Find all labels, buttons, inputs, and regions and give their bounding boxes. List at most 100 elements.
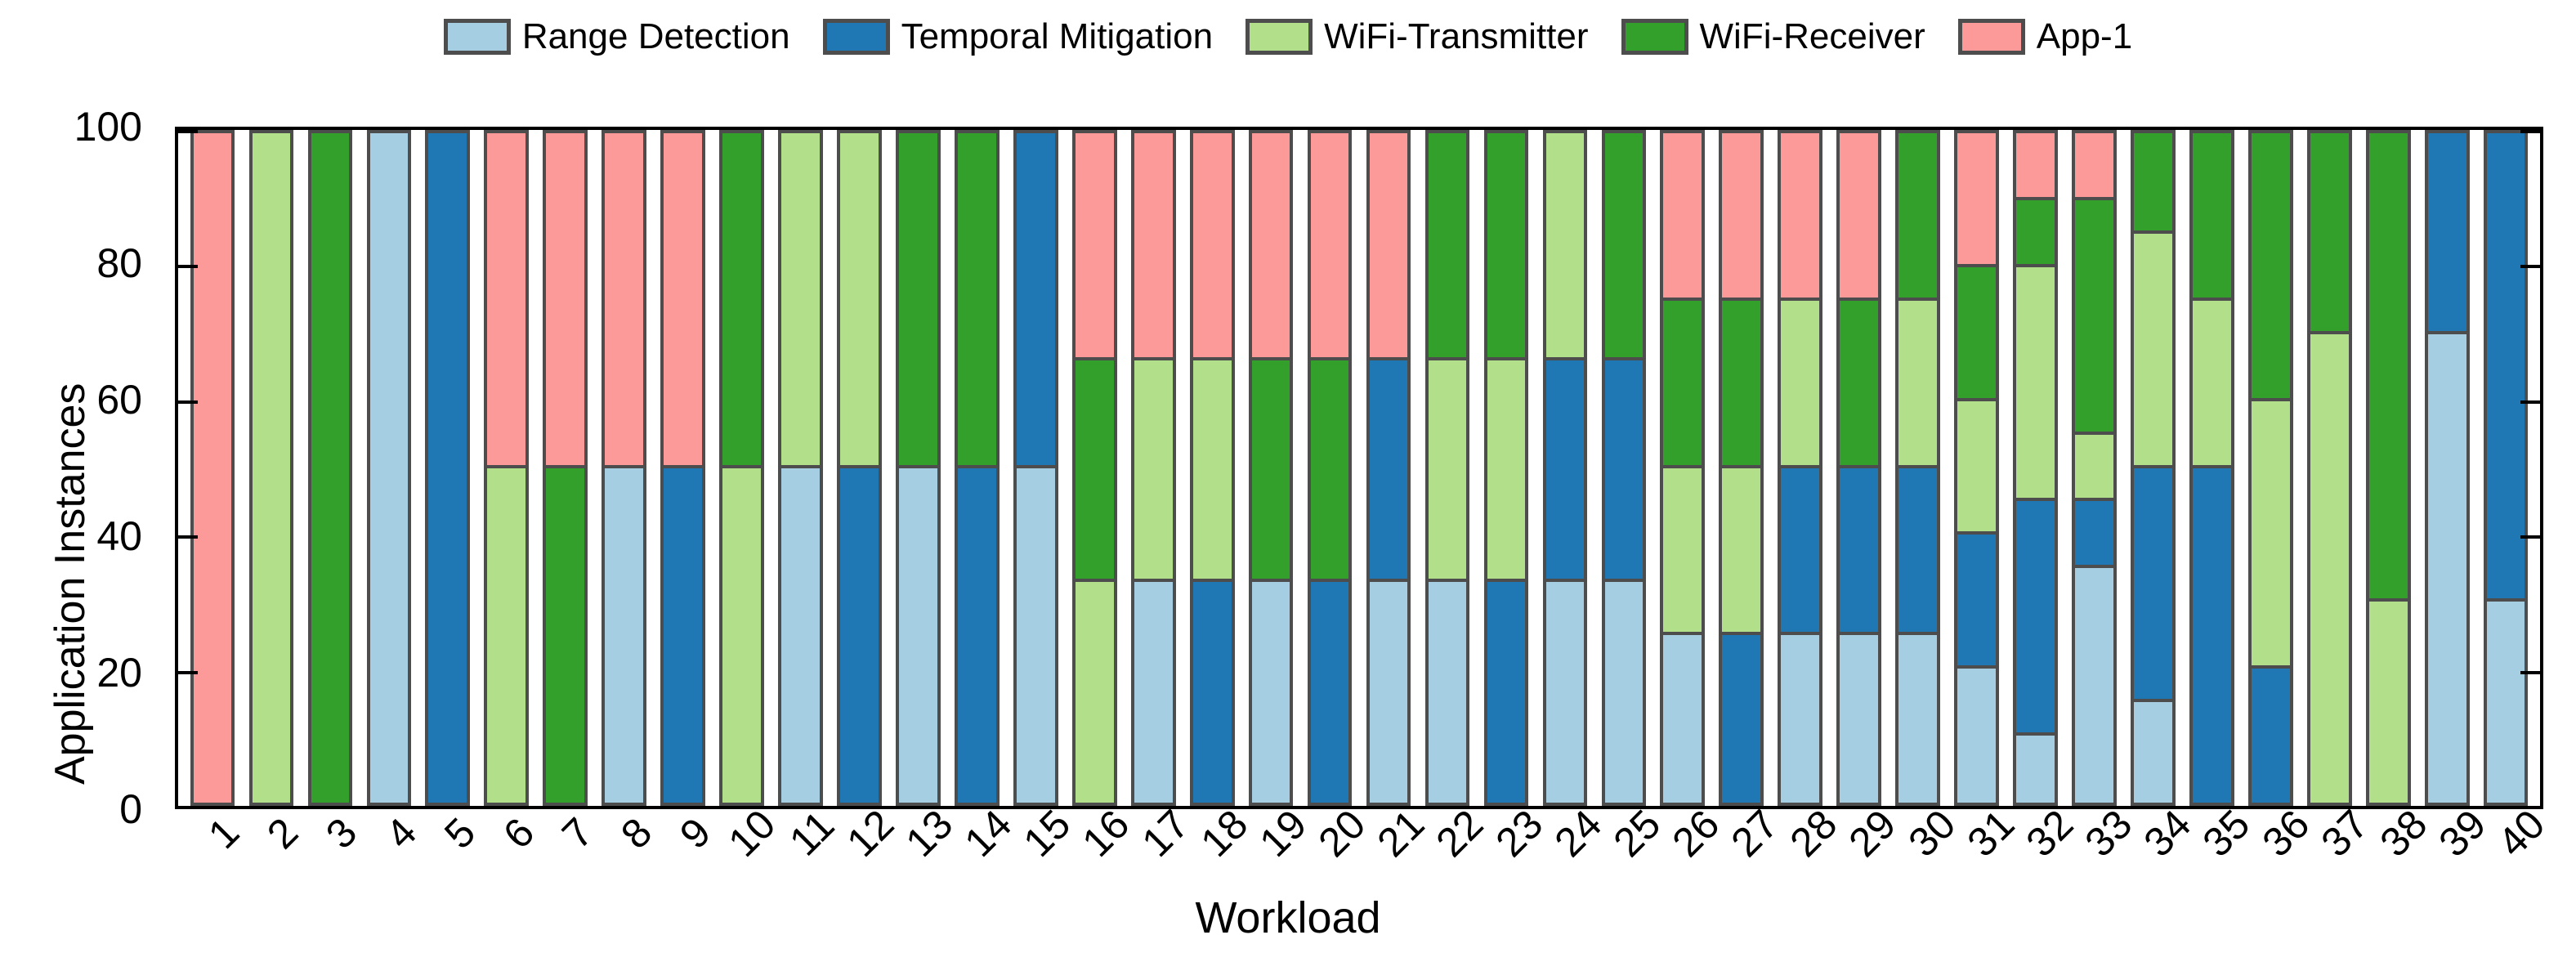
bar-segment — [487, 133, 526, 468]
bar-cell — [183, 130, 242, 806]
stacked-bar[interactable] — [248, 130, 294, 806]
x-tick-cell: 34 — [2126, 801, 2200, 903]
bar-segment — [2427, 333, 2466, 803]
bar-segment — [781, 468, 820, 803]
stacked-bar[interactable] — [837, 130, 882, 806]
bar-cell — [1006, 130, 1065, 806]
stacked-bar[interactable] — [2013, 130, 2058, 806]
bar-segment — [1075, 133, 1114, 361]
stacked-bar[interactable] — [1601, 130, 1647, 806]
bar-cell — [1065, 130, 1124, 806]
stacked-bar[interactable] — [2424, 130, 2470, 806]
stacked-bar[interactable] — [778, 130, 823, 806]
bar-segment — [1310, 133, 1349, 361]
bar-cell — [2065, 130, 2124, 806]
legend-item[interactable]: Temporal Mitigation — [822, 19, 1213, 55]
bar-segment — [1016, 468, 1055, 803]
bar-segment — [2486, 133, 2525, 602]
stacked-bar[interactable] — [2189, 130, 2234, 806]
bar-segment — [2310, 333, 2349, 803]
bar-cell — [1359, 130, 1418, 806]
bar-cell — [360, 130, 418, 806]
x-tick-cell: 38 — [2362, 801, 2435, 903]
x-tick-cell: 31 — [1949, 801, 2023, 903]
stacked-bar[interactable] — [1307, 130, 1353, 806]
x-axis-title: Workload — [1195, 893, 1381, 942]
bar-segment — [487, 468, 526, 803]
stacked-bar[interactable] — [1424, 130, 1470, 806]
x-tick-cell: 21 — [1359, 801, 1433, 903]
stacked-bar[interactable] — [2483, 130, 2529, 806]
bar-segment — [1369, 581, 1408, 803]
stacked-bar[interactable] — [1719, 130, 1764, 806]
stacked-bar[interactable] — [2365, 130, 2411, 806]
stacked-bar[interactable] — [1248, 130, 1294, 806]
stacked-bar[interactable] — [602, 130, 646, 806]
legend-swatch-icon — [443, 19, 511, 55]
x-tick-cell: 4 — [356, 809, 425, 903]
stacked-bar[interactable] — [1895, 130, 1940, 806]
x-tick-cell: 10 — [710, 801, 785, 903]
bar-segment — [1192, 133, 1232, 361]
stacked-bar[interactable] — [1071, 130, 1117, 806]
stacked-bar[interactable] — [1660, 130, 1706, 806]
stacked-bar[interactable] — [896, 130, 941, 806]
x-tick-cell: 17 — [1124, 801, 1197, 903]
stacked-bar[interactable] — [719, 130, 764, 806]
legend-item[interactable]: App-1 — [1957, 19, 2132, 55]
legend-item[interactable]: WiFi-Receiver — [1621, 19, 1925, 55]
bar-segment — [664, 133, 702, 468]
stacked-bar[interactable] — [1954, 130, 1999, 806]
stacked-bar[interactable] — [307, 130, 353, 806]
bar-segment — [1957, 535, 1996, 669]
stacked-bar[interactable] — [1366, 130, 1411, 806]
y-tick-mark-right — [2520, 670, 2542, 674]
stacked-bar[interactable] — [2072, 130, 2117, 806]
bar-cell — [2006, 130, 2065, 806]
stacked-bar[interactable] — [2248, 130, 2293, 806]
x-tick-cell: 37 — [2303, 801, 2377, 903]
bar-cell — [2241, 130, 2300, 806]
legend-item[interactable]: WiFi-Transmitter — [1246, 16, 1589, 56]
bar-cell — [1536, 130, 1594, 806]
y-tick-mark — [177, 130, 198, 133]
bar-segment — [1487, 133, 1526, 361]
stacked-bar[interactable] — [2306, 130, 2352, 806]
x-tick-cell: 27 — [1713, 801, 1787, 903]
stacked-bar[interactable] — [1483, 130, 1529, 806]
stacked-bar[interactable] — [425, 130, 471, 806]
stacked-bar[interactable] — [1836, 130, 1881, 806]
legend-label: WiFi-Transmitter — [1324, 16, 1589, 56]
stacked-bar[interactable] — [1778, 130, 1823, 806]
bar-segment — [1134, 133, 1173, 361]
stacked-bar[interactable] — [1013, 130, 1058, 806]
x-tick-cell: 39 — [2421, 801, 2494, 903]
stacked-bar[interactable] — [1189, 130, 1235, 806]
x-tick-cell: 18 — [1183, 801, 1256, 903]
bar-segment — [1310, 581, 1349, 803]
bar-segment — [1134, 360, 1173, 582]
bar-segment — [781, 133, 820, 468]
bar-cell — [418, 130, 477, 806]
stacked-bar[interactable] — [543, 130, 588, 806]
stacked-bar[interactable] — [660, 130, 705, 806]
stacked-bar[interactable] — [1130, 130, 1176, 806]
bar-segment — [2075, 434, 2113, 502]
bar-cell — [1477, 130, 1536, 806]
legend-item[interactable]: Range Detection — [443, 19, 790, 55]
bar-segment — [722, 133, 761, 468]
stacked-bar[interactable] — [484, 130, 530, 806]
bar-cell — [771, 130, 830, 806]
bar-segment — [958, 468, 996, 803]
stacked-bar[interactable] — [366, 130, 412, 806]
bar-segment — [2075, 501, 2113, 569]
stacked-bar[interactable] — [2131, 130, 2176, 806]
y-tick-mark — [177, 806, 198, 809]
stacked-bar[interactable] — [1542, 130, 1588, 806]
bar-cell — [2476, 130, 2535, 806]
stacked-bar[interactable] — [190, 130, 235, 806]
stacked-bar[interactable] — [955, 130, 1000, 806]
bar-segment — [1840, 635, 1878, 803]
bar-segment — [2252, 669, 2290, 803]
